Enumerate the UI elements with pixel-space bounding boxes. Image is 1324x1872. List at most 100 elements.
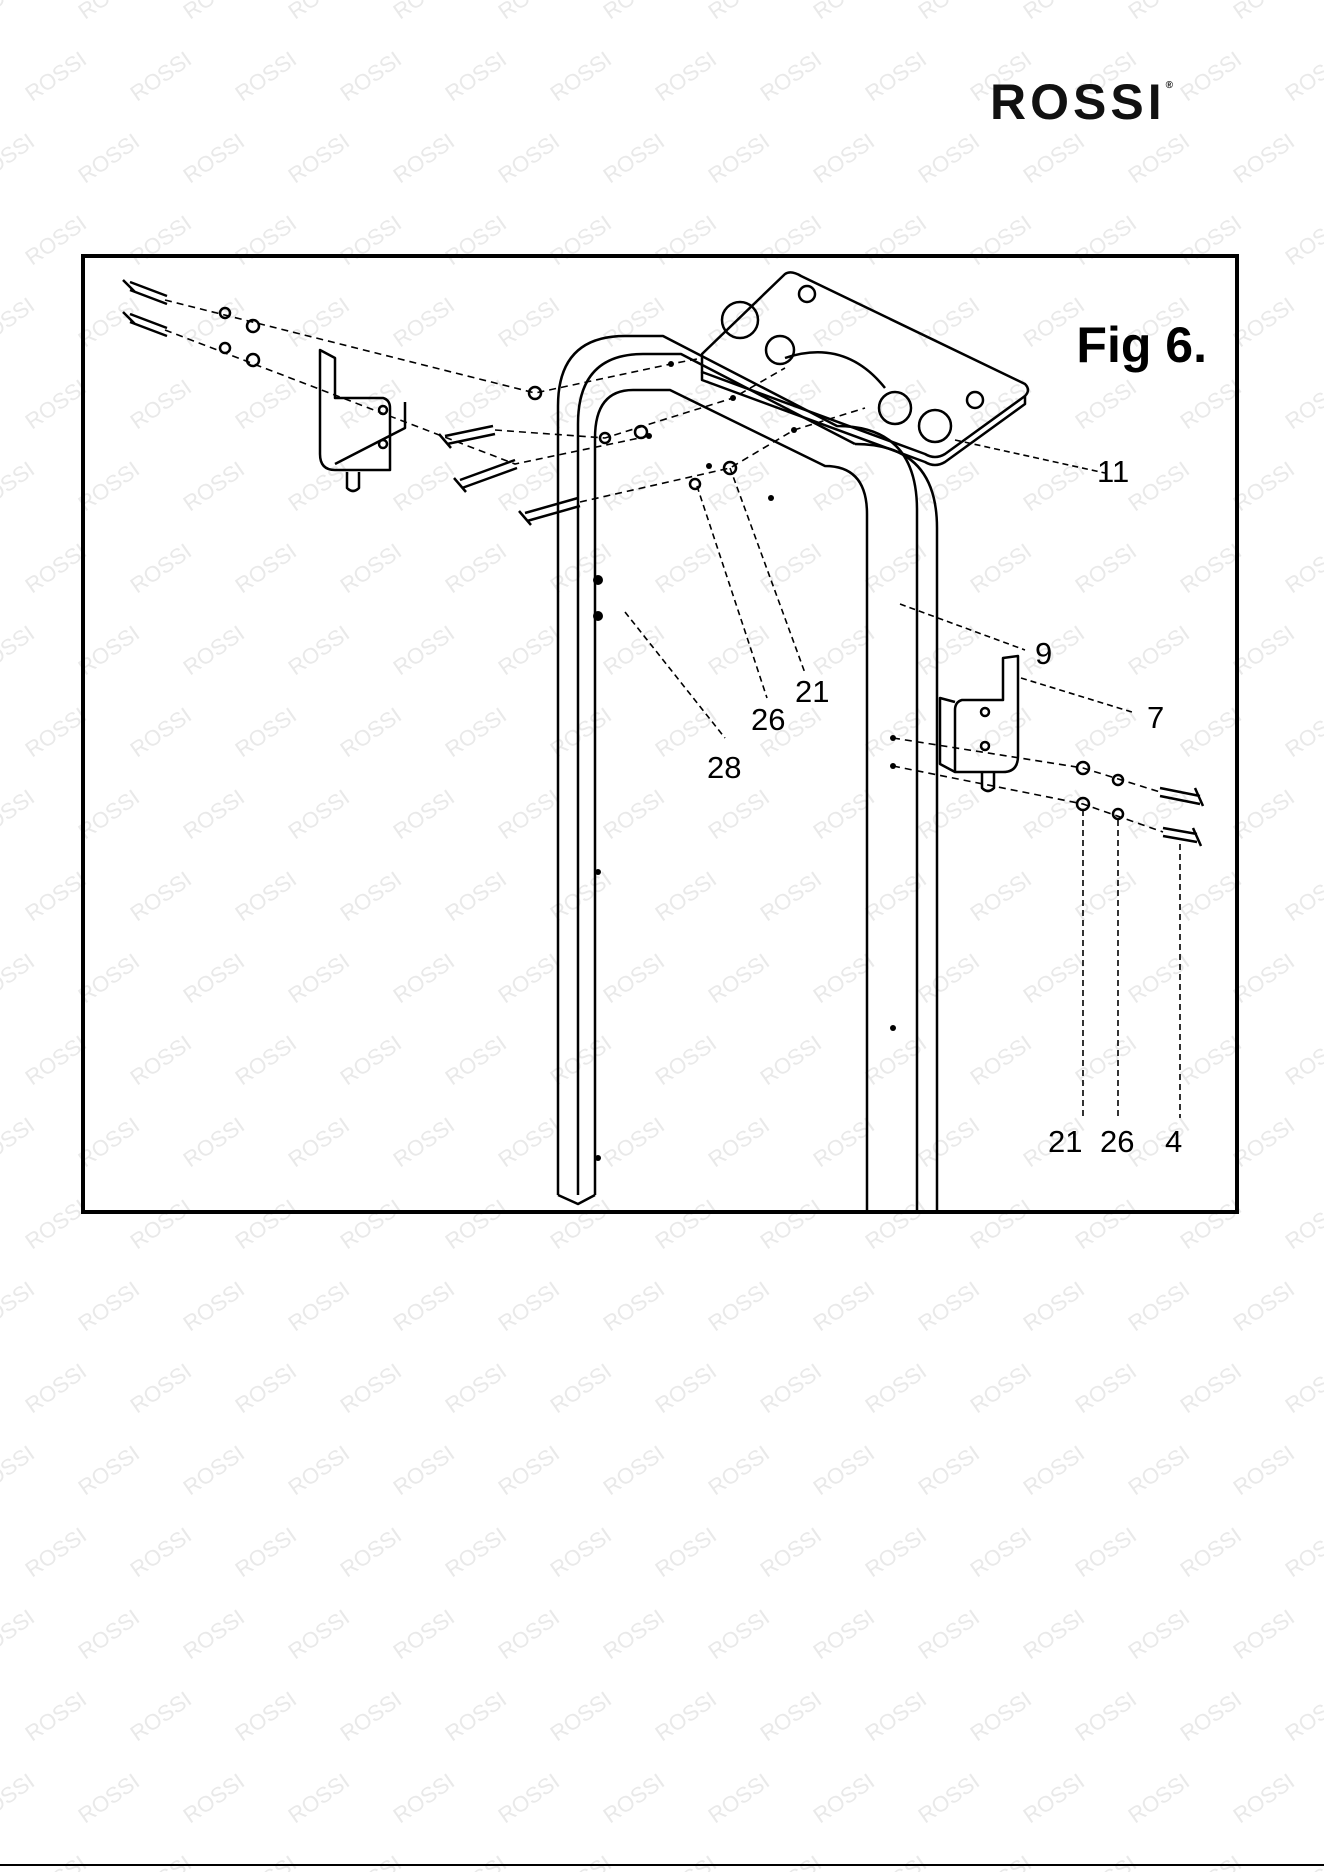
watermark-text: ROSSI — [756, 1850, 826, 1872]
watermark-text: ROSSI — [1019, 0, 1089, 24]
watermark-text: ROSSI — [494, 1604, 564, 1664]
watermark-text: ROSSI — [74, 1604, 144, 1664]
watermark-text: ROSSI — [1281, 374, 1324, 434]
watermark-text: ROSSI — [599, 0, 669, 24]
watermark-text: ROSSI — [704, 1276, 774, 1336]
watermark-text: ROSSI — [861, 1850, 931, 1872]
watermark-text: ROSSI — [1176, 1522, 1246, 1582]
watermark-text: ROSSI — [1019, 128, 1089, 188]
watermark-text: ROSSI — [0, 620, 39, 680]
watermark-text: ROSSI — [494, 1768, 564, 1828]
watermark-text: ROSSI — [1281, 46, 1324, 106]
watermark-text: ROSSI — [1229, 456, 1299, 516]
watermark-text: ROSSI — [704, 128, 774, 188]
top-tray — [700, 271, 1030, 459]
watermark-text: ROSSI — [284, 1768, 354, 1828]
watermark-text: ROSSI — [599, 1440, 669, 1500]
watermark-text: ROSSI — [494, 0, 564, 24]
watermark-text: ROSSI — [0, 128, 39, 188]
watermark-text: ROSSI — [1176, 1850, 1246, 1872]
watermark-text: ROSSI — [0, 1440, 39, 1500]
watermark-text: ROSSI — [74, 1768, 144, 1828]
watermark-text: ROSSI — [861, 1522, 931, 1582]
watermark-text: ROSSI — [284, 0, 354, 24]
watermark-text: ROSSI — [1176, 1358, 1246, 1418]
main-frame-outer — [556, 334, 919, 1210]
watermark-text: ROSSI — [1124, 1440, 1194, 1500]
watermark-text: ROSSI — [1071, 1522, 1141, 1582]
watermark-text: ROSSI — [1281, 866, 1324, 926]
watermark-text: ROSSI — [0, 948, 39, 1008]
watermark-text: ROSSI — [756, 46, 826, 106]
watermark-text: ROSSI — [966, 1850, 1036, 1872]
watermark-text: ROSSI — [546, 46, 616, 106]
watermark-text: ROSSI — [126, 1358, 196, 1418]
watermark-text: ROSSI — [546, 1850, 616, 1872]
watermark-text: ROSSI — [599, 1768, 669, 1828]
watermark-text: ROSSI — [441, 46, 511, 106]
watermark-text: ROSSI — [966, 1522, 1036, 1582]
watermark-text: ROSSI — [914, 128, 984, 188]
watermark-text: ROSSI — [336, 1358, 406, 1418]
watermark-text: ROSSI — [231, 46, 301, 106]
watermark-text: ROSSI — [389, 0, 459, 24]
watermark-text: ROSSI — [179, 1604, 249, 1664]
watermark-text: ROSSI — [1281, 1850, 1324, 1872]
watermark-text: ROSSI — [0, 456, 39, 516]
watermark-text: ROSSI — [1071, 1850, 1141, 1872]
watermark-text: ROSSI — [599, 128, 669, 188]
watermark-text: ROSSI — [284, 128, 354, 188]
callout-21-bottom: 21 — [1048, 1124, 1083, 1159]
watermark-text: ROSSI — [914, 1768, 984, 1828]
watermark-text: ROSSI — [231, 1850, 301, 1872]
watermark-text: ROSSI — [861, 1358, 931, 1418]
watermark-text: ROSSI — [0, 1768, 39, 1828]
watermark-text: ROSSI — [494, 128, 564, 188]
watermark-text: ROSSI — [704, 1768, 774, 1828]
watermark-text: ROSSI — [1176, 1686, 1246, 1746]
watermark-text: ROSSI — [494, 1276, 564, 1336]
watermark-text: ROSSI — [966, 1686, 1036, 1746]
watermark-text: ROSSI — [1229, 784, 1299, 844]
watermark-text: ROSSI — [179, 1276, 249, 1336]
watermark-text: ROSSI — [1229, 620, 1299, 680]
watermark-text: ROSSI — [546, 1686, 616, 1746]
watermark-text: ROSSI — [1229, 1768, 1299, 1828]
watermark-text: ROSSI — [704, 1604, 774, 1664]
watermark-text: ROSSI — [599, 1276, 669, 1336]
watermark-text: ROSSI — [1229, 128, 1299, 188]
watermark-text: ROSSI — [651, 1686, 721, 1746]
watermark-text: ROSSI — [179, 1768, 249, 1828]
callout-28: 28 — [707, 750, 742, 785]
watermark-text: ROSSI — [284, 1440, 354, 1500]
watermark-text: ROSSI — [231, 1522, 301, 1582]
watermark-text: ROSSI — [21, 46, 91, 106]
callout-4: 4 — [1165, 1124, 1183, 1159]
watermark-text: ROSSI — [74, 0, 144, 24]
watermark-text: ROSSI — [21, 1686, 91, 1746]
watermark-text: ROSSI — [0, 0, 39, 24]
watermark-text: ROSSI — [0, 292, 39, 352]
watermark-text: ROSSI — [494, 1440, 564, 1500]
watermark-text: ROSSI — [1281, 210, 1324, 270]
assembly-diagram — [122, 271, 1205, 1210]
watermark-text: ROSSI — [1229, 1440, 1299, 1500]
watermark-text: ROSSI — [1281, 1522, 1324, 1582]
watermark-text: ROSSI — [389, 1276, 459, 1336]
watermark-text: ROSSI — [756, 1686, 826, 1746]
watermark-text: ROSSI — [21, 1358, 91, 1418]
watermark-text: ROSSI — [0, 1604, 39, 1664]
watermark-text: ROSSI — [74, 1276, 144, 1336]
watermark-text: ROSSI — [546, 1358, 616, 1418]
watermark-text: ROSSI — [704, 1440, 774, 1500]
watermark-text: ROSSI — [336, 46, 406, 106]
watermark-text: ROSSI — [1229, 1112, 1299, 1172]
watermark-text: ROSSI — [126, 1850, 196, 1872]
watermark-text: ROSSI — [599, 1604, 669, 1664]
watermark-text: ROSSI — [756, 1522, 826, 1582]
callout-9: 9 — [1035, 636, 1053, 671]
watermark-text: ROSSI — [914, 1276, 984, 1336]
main-frame-inner — [593, 388, 869, 1210]
watermark-text: ROSSI — [336, 1686, 406, 1746]
watermark-text: ROSSI — [441, 1522, 511, 1582]
